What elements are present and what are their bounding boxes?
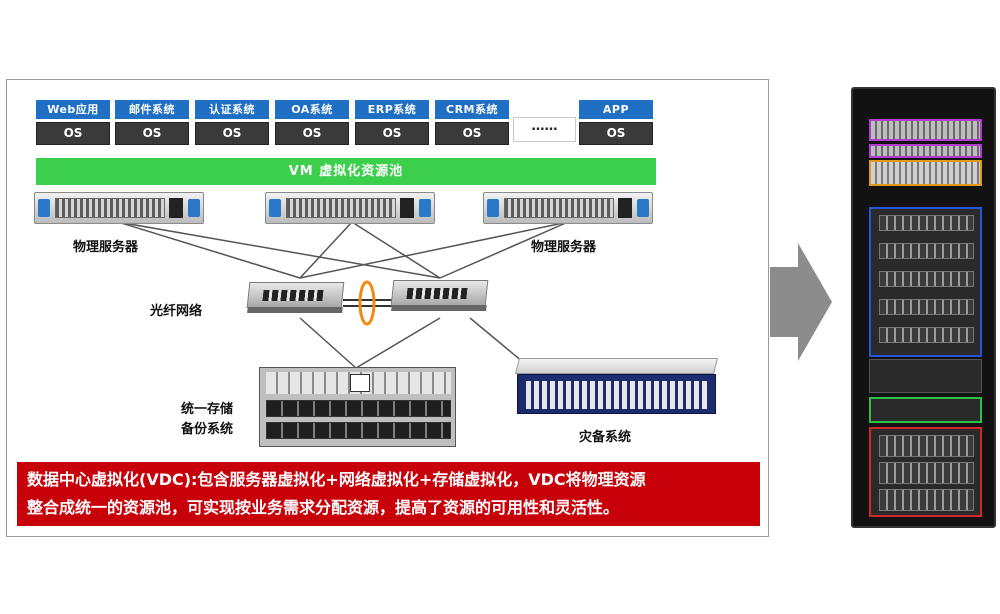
system-erp: ERP系统 OS: [355, 100, 429, 146]
server-panel: [169, 198, 183, 218]
dr-front: [517, 374, 716, 414]
caption-storage-line2: 备份系统: [181, 422, 234, 437]
os-box: OS: [115, 122, 189, 145]
storage-drive-row: [266, 422, 451, 439]
system-label: OA系统: [275, 100, 349, 119]
os-box: OS: [275, 122, 349, 145]
unified-storage: [259, 367, 456, 447]
system-web: Web应用 OS: [36, 100, 110, 146]
caption-storage-line1: 统一存储: [181, 402, 234, 417]
os-box: OS: [579, 122, 653, 145]
vdc-description-line1: 数据中心虚拟化(VDC):包含服务器虚拟化+网络虚拟化+存储虚拟化，VDC将物理…: [27, 470, 646, 489]
rack-blade: [879, 327, 974, 343]
vdc-description: 数据中心虚拟化(VDC):包含服务器虚拟化+网络虚拟化+存储虚拟化，VDC将物理…: [17, 462, 760, 526]
fiber-switch: [246, 282, 345, 313]
server-drives: [504, 198, 614, 218]
switch-ports: [262, 290, 324, 301]
disaster-recovery-storage: [515, 358, 718, 414]
server-ear: [419, 199, 431, 217]
storage-drive-row: [266, 400, 451, 417]
rack-unit-blue: [869, 207, 982, 357]
rack-blade: [879, 462, 974, 484]
rack-unit-red: [869, 427, 982, 517]
rack-blade: [879, 271, 974, 287]
server-rack: [851, 87, 996, 528]
switch-base: [391, 305, 487, 311]
server-drives: [286, 198, 396, 218]
caption-disaster-recovery: 灾备系统: [579, 430, 632, 445]
physical-server: [265, 192, 435, 224]
switch-ports: [406, 288, 468, 299]
right-arrow-icon: [770, 243, 832, 361]
server-panel: [400, 198, 414, 218]
os-box: OS: [195, 122, 269, 145]
rack-unit-orange: [869, 160, 982, 186]
server-panel: [618, 198, 632, 218]
system-crm: CRM系统 OS: [435, 100, 509, 146]
rack-blade: [879, 215, 974, 231]
ellipsis-box: ……: [513, 117, 576, 142]
server-ear: [269, 199, 281, 217]
switch-base: [247, 307, 343, 313]
rack-unit-purple: [869, 119, 982, 141]
rack-blade: [879, 435, 974, 457]
physical-server: [483, 192, 653, 224]
rack-unit-green: [869, 397, 982, 423]
dr-bays: [526, 381, 709, 409]
system-label: APP: [579, 100, 653, 119]
os-box: OS: [36, 122, 110, 145]
dr-lid: [515, 358, 718, 374]
system-label: 邮件系统: [115, 100, 189, 119]
server-ear: [188, 199, 200, 217]
system-label: Web应用: [36, 100, 110, 119]
vm-resource-pool: VM 虚拟化资源池: [36, 158, 656, 185]
os-box: OS: [435, 122, 509, 145]
server-ear: [38, 199, 50, 217]
storage-badge: [350, 374, 370, 392]
vdc-description-line2: 整合成统一的资源池，可实现按业务需求分配资源，提高了资源的可用性和灵活性。: [27, 498, 620, 517]
fiber-switch: [390, 280, 489, 311]
system-app: APP OS: [579, 100, 653, 146]
vdc-diagram-panel: [6, 79, 769, 537]
system-auth: 认证系统 OS: [195, 100, 269, 146]
rack-blade: [879, 243, 974, 259]
server-drives: [55, 198, 165, 218]
caption-physical-server-left: 物理服务器: [73, 240, 139, 255]
system-oa: OA系统 OS: [275, 100, 349, 146]
system-mail: 邮件系统 OS: [115, 100, 189, 146]
rack-blade: [879, 489, 974, 511]
server-ear: [487, 199, 499, 217]
caption-fiber-network: 光纤网络: [150, 304, 203, 319]
system-label: ERP系统: [355, 100, 429, 119]
rack-unit-dark: [869, 359, 982, 393]
caption-physical-server-right: 物理服务器: [531, 240, 597, 255]
rack-unit-purple: [869, 144, 982, 158]
os-box: OS: [355, 122, 429, 145]
physical-server: [34, 192, 204, 224]
rack-blade: [879, 299, 974, 315]
server-ear: [637, 199, 649, 217]
system-label: CRM系统: [435, 100, 509, 119]
system-label: 认证系统: [195, 100, 269, 119]
